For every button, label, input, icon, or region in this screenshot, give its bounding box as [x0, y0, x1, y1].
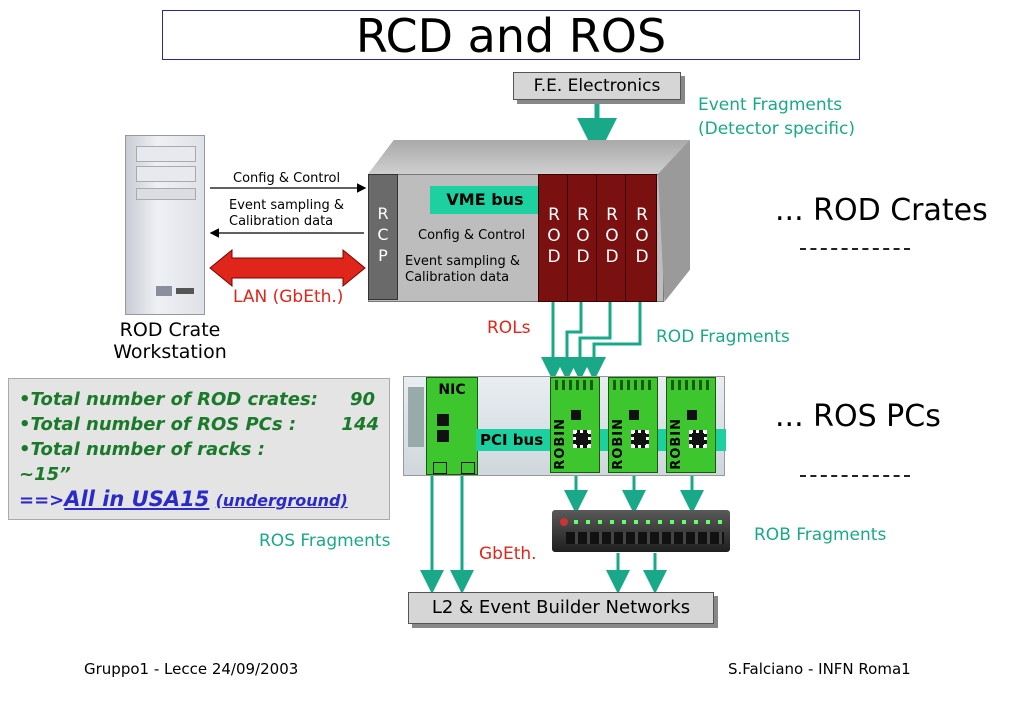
page-title: RCD and ROS — [162, 10, 860, 61]
rols-label: ROLs — [487, 318, 531, 338]
ros-pcs-label: ... ROS PCs — [775, 399, 941, 434]
robin-label: ROBIN — [669, 418, 684, 470]
robin-card: ROBIN — [608, 377, 658, 473]
rol-links — [541, 300, 642, 381]
footer-right: S.Falciano - INFN Roma1 — [728, 660, 911, 678]
info-box: •Total number of ROD crates:90 •Total nu… — [8, 378, 390, 520]
switch-to-l2 — [606, 553, 667, 594]
rod-fragments-label: ROD Fragments — [656, 327, 790, 347]
rod-crates-label: ... ROD Crates — [775, 193, 988, 228]
pci-bus — [476, 429, 726, 451]
nic-label: NIC — [438, 382, 466, 398]
fe-electronics-box: F.E. Electronics — [513, 72, 681, 100]
rod-crate: R C P VME bus Config & Control Event sam… — [368, 140, 690, 302]
lan-label: LAN (GbEth.) — [233, 287, 344, 307]
rob-fragments-label: ROB Fragments — [754, 525, 887, 545]
event-fragments-label: Event Fragments (Detector specific) — [698, 95, 855, 139]
crate-event-sampling-label: Event sampling & Calibration data — [405, 254, 521, 285]
gbeth-label: GbEth. — [479, 544, 537, 564]
ros-pc: NIC PCI bus ROBIN ROBIN ROBIN — [403, 376, 726, 476]
workstation-tower — [125, 135, 205, 315]
rcp-module: R C P — [368, 174, 398, 300]
vme-bus: VME bus — [430, 186, 540, 214]
event-sampling-label: Event sampling & Calibration data — [229, 198, 345, 229]
pci-bus-label: PCI bus — [480, 431, 544, 449]
config-control-label: Config & Control — [233, 171, 341, 186]
robin-card: ROBIN — [550, 377, 600, 473]
rod-crates-dashes — [800, 248, 910, 250]
nic-card: NIC — [426, 377, 478, 475]
usa15-link[interactable]: ==>All in USA15 (underground) — [19, 487, 348, 511]
ethernet-switch — [552, 510, 730, 552]
nic-to-l2 — [420, 470, 474, 594]
robin-card: ROBIN — [666, 377, 716, 473]
crate-config-control-label: Config & Control — [418, 228, 526, 243]
robin-label: ROBIN — [611, 418, 626, 470]
ros-fragments-label: ROS Fragments — [259, 531, 391, 551]
robin-label: ROBIN — [553, 418, 568, 470]
l2-event-builder-box: L2 & Event Builder Networks — [408, 592, 714, 624]
lan-arrow — [209, 248, 366, 288]
footer-left: Gruppo1 - Lecce 24/09/2003 — [84, 660, 299, 678]
ros-pcs-dashes — [800, 475, 910, 477]
workstation-label: ROD Crate Workstation — [113, 319, 227, 363]
